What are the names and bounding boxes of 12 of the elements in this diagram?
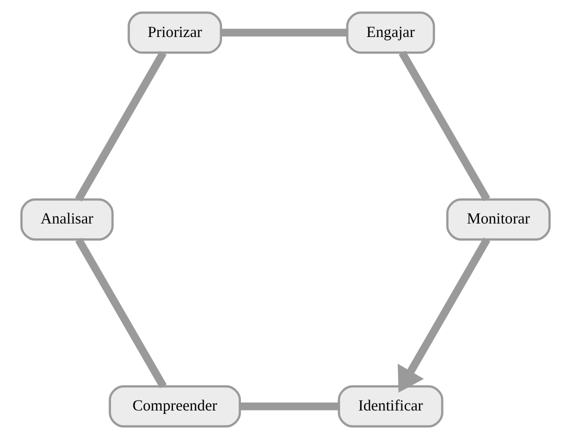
connector — [74, 238, 166, 388]
connector — [240, 402, 338, 410]
node-box: Compreender — [108, 385, 240, 428]
node-box: Engajar — [346, 12, 435, 54]
node-box: Analisar — [20, 198, 114, 241]
node-box: Priorizar — [127, 12, 222, 54]
connector — [74, 50, 166, 202]
connector — [220, 28, 346, 37]
arrow — [397, 238, 490, 393]
connector — [398, 50, 490, 202]
node-box: Identificar — [337, 385, 443, 428]
node-box: Monitorar — [446, 198, 550, 241]
